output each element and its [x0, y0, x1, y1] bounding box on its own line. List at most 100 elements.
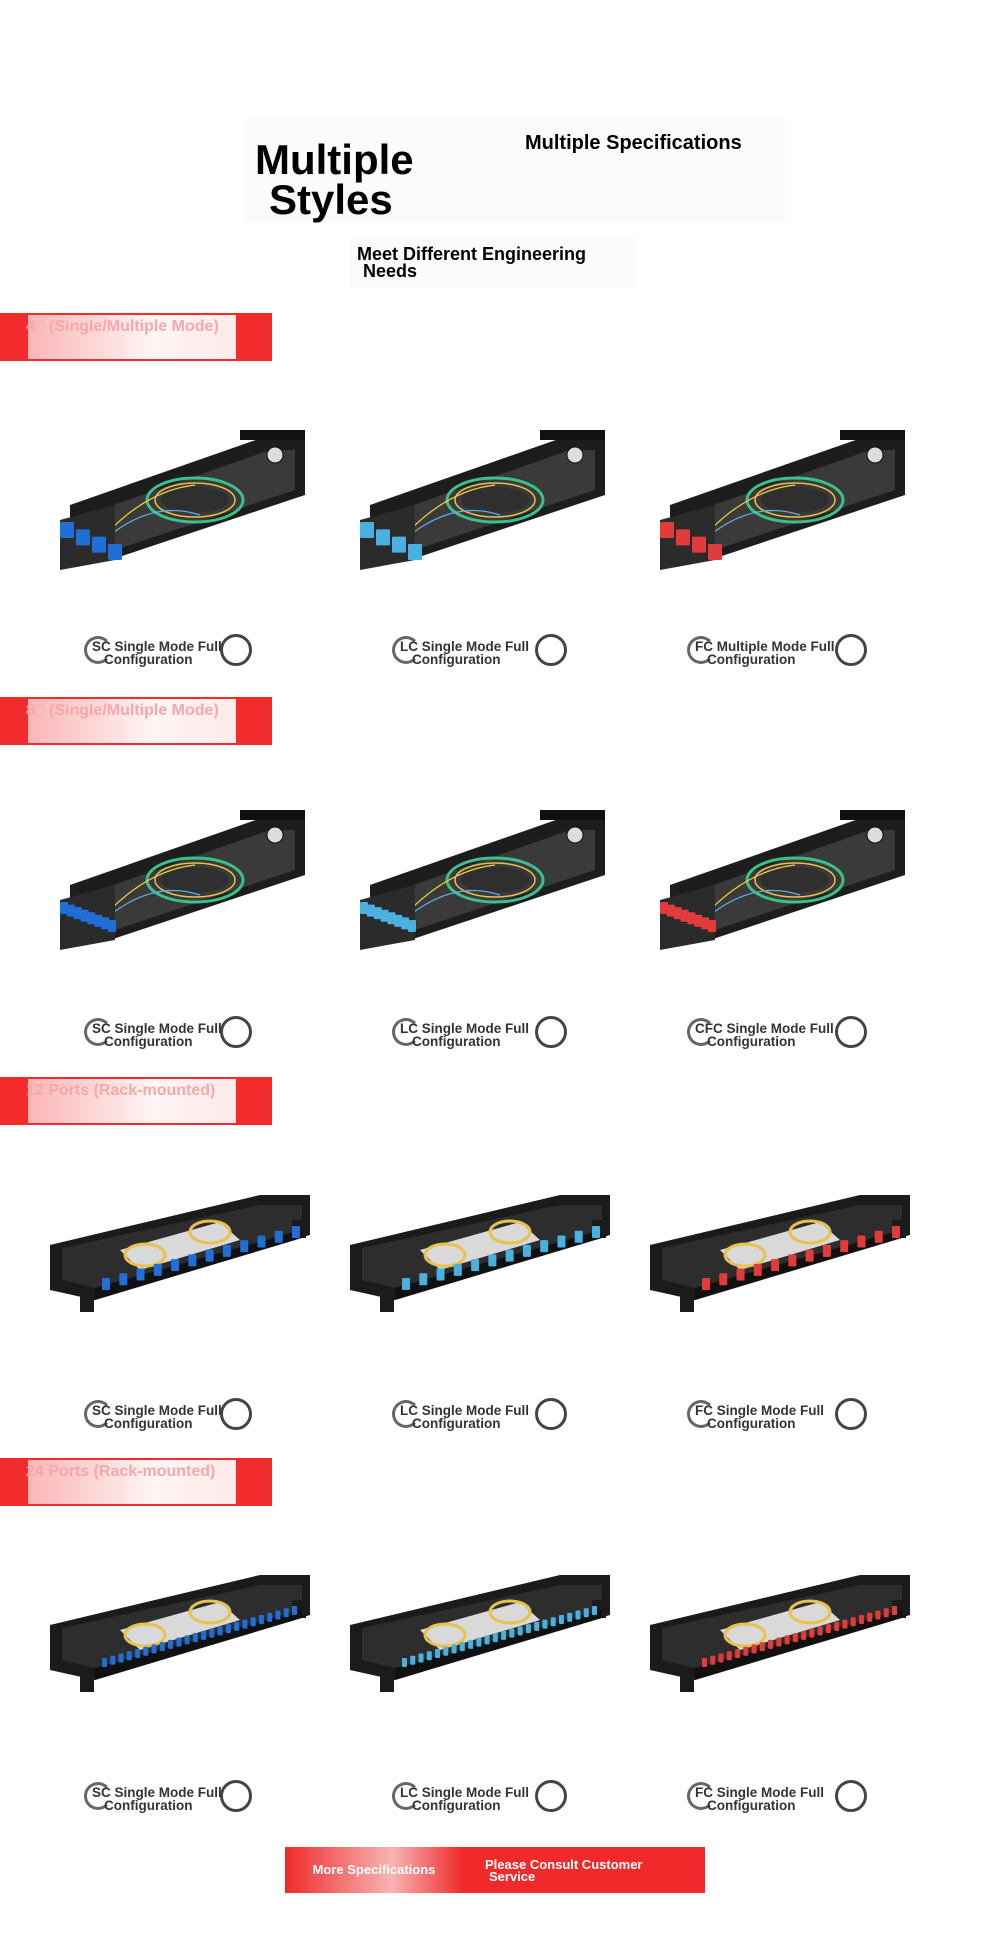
- product-image[interactable]: [640, 1180, 920, 1330]
- caption-line1: LC Single Mode Full: [400, 639, 529, 654]
- section-header-label: 8□ (Single/Multiple Mode): [26, 702, 219, 719]
- product-illustration: [650, 1575, 910, 1692]
- caption-ring-right: [220, 634, 252, 666]
- caption-line2: Configuration: [412, 1798, 501, 1813]
- need-banner: [350, 236, 635, 288]
- product-image[interactable]: [40, 1560, 320, 1710]
- section-header-fade: [28, 699, 236, 743]
- caption-line1: SC Single Mode Full: [92, 1021, 222, 1036]
- caption-line1: LC Single Mode Full: [400, 1785, 529, 1800]
- product-illustration: [360, 810, 605, 950]
- section-header: 8□ (Single/Multiple Mode): [0, 697, 272, 745]
- consult-service-button[interactable]: Please Consult Customer Service: [463, 1847, 705, 1893]
- caption-line2: Configuration: [104, 652, 193, 667]
- section-header-fade: [28, 1079, 236, 1123]
- product-image[interactable]: [640, 420, 920, 570]
- consult-line1: Please Consult Customer: [485, 1857, 643, 1872]
- product-illustration: [350, 1195, 610, 1312]
- caption-line2: Configuration: [707, 1416, 796, 1431]
- caption-line1: LC Single Mode Full: [400, 1021, 529, 1036]
- hero-subtitle: Multiple Specifications: [525, 132, 742, 154]
- product-image[interactable]: [40, 420, 320, 570]
- caption-ring-right: [535, 1780, 567, 1812]
- hero-tagline-line1: Meet Different Engineering: [357, 244, 587, 264]
- footer-cta: More Specifications Please Consult Custo…: [285, 1847, 705, 1893]
- product-illustration: [50, 1575, 310, 1692]
- product-image[interactable]: [40, 800, 320, 950]
- product-image[interactable]: [340, 1560, 620, 1710]
- section-header-label: 4□ (Single/Multiple Mode): [26, 318, 219, 335]
- section-header: 12 Ports (Rack-mounted): [0, 1077, 272, 1125]
- product-illustration: [660, 810, 905, 950]
- caption-line1: SC Single Mode Full: [92, 1403, 222, 1418]
- caption-ring-right: [835, 634, 867, 666]
- section-header-fade: [28, 315, 236, 359]
- caption-line1: FC Single Mode Full: [695, 1403, 824, 1418]
- caption-ring-right: [220, 1398, 252, 1430]
- hero-title-line1: Multiple: [255, 136, 414, 183]
- caption-ring-left: [392, 636, 420, 664]
- product-image[interactable]: [640, 800, 920, 950]
- caption-line1: FC Single Mode Full: [695, 1785, 824, 1800]
- caption-ring-left: [687, 1400, 715, 1428]
- caption-ring-right: [535, 1398, 567, 1430]
- caption-ring-left: [84, 1400, 112, 1428]
- caption-ring-left: [84, 1018, 112, 1046]
- caption-ring-left: [84, 1782, 112, 1810]
- caption-line2: Configuration: [104, 1798, 193, 1813]
- caption-line2: Configuration: [104, 1416, 193, 1431]
- caption-line1: LC Single Mode Full: [400, 1403, 529, 1418]
- product-illustration: [60, 430, 305, 570]
- hero-banner: [245, 118, 785, 223]
- caption-ring-left: [687, 636, 715, 664]
- caption-ring-left: [84, 636, 112, 664]
- caption-line1: FC Multiple Mode Full: [695, 639, 835, 654]
- section-header-label: 12 Ports (Rack-mounted): [26, 1082, 216, 1099]
- caption-ring-right: [535, 634, 567, 666]
- caption-ring-right: [835, 1398, 867, 1430]
- caption-line1: SC Single Mode Full: [92, 1785, 222, 1800]
- caption-ring-right: [835, 1780, 867, 1812]
- hero-tagline-line2: Needs: [363, 261, 418, 281]
- product-image[interactable]: [340, 1180, 620, 1330]
- section-header: 4□ (Single/Multiple Mode): [0, 313, 272, 361]
- section-header: 24 Ports (Rack-mounted): [0, 1458, 272, 1506]
- caption-ring-right: [535, 1016, 567, 1048]
- caption-line2: Configuration: [104, 1034, 193, 1049]
- product-illustration: [350, 1575, 610, 1692]
- caption-line2: Configuration: [707, 1798, 796, 1813]
- caption-ring-right: [220, 1016, 252, 1048]
- product-illustration: [360, 430, 605, 570]
- section-header-label: 24 Ports (Rack-mounted): [26, 1463, 216, 1480]
- caption-ring-left: [687, 1782, 715, 1810]
- caption-line2: Configuration: [412, 652, 501, 667]
- consult-line2: Service: [489, 1869, 536, 1884]
- caption-ring-right: [835, 1016, 867, 1048]
- caption-ring-left: [392, 1782, 420, 1810]
- caption-line2: Configuration: [412, 1034, 501, 1049]
- caption-line2: Configuration: [412, 1416, 501, 1431]
- caption-ring-right: [220, 1780, 252, 1812]
- caption-line2: Configuration: [707, 652, 796, 667]
- product-illustration: [50, 1195, 310, 1312]
- caption-ring-left: [392, 1018, 420, 1046]
- product-image[interactable]: [340, 800, 620, 950]
- caption-line1: SC Single Mode Full: [92, 639, 222, 654]
- more-specifications-button[interactable]: More Specifications: [285, 1847, 463, 1893]
- caption-line1: CFC Single Mode Full: [695, 1021, 834, 1036]
- product-image[interactable]: [40, 1180, 320, 1330]
- product-image[interactable]: [640, 1560, 920, 1710]
- caption-ring-left: [392, 1400, 420, 1428]
- product-image[interactable]: [340, 420, 620, 570]
- product-illustration: [650, 1195, 910, 1312]
